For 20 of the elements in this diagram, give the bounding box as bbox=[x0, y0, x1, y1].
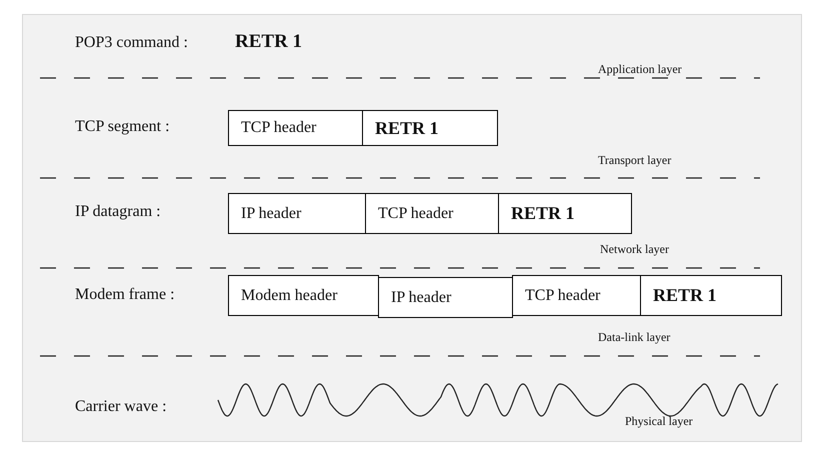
layer-name: Data-link layer bbox=[598, 330, 670, 345]
layer-name: Physical layer bbox=[625, 414, 693, 429]
payload-field: RETR 1 bbox=[498, 193, 632, 234]
payload-field: RETR 1 bbox=[362, 110, 498, 146]
row-label: POP3 command : bbox=[75, 34, 188, 52]
layer-name: Network layer bbox=[600, 242, 669, 257]
header-field: TCP header bbox=[228, 110, 363, 146]
row-label: Carrier wave : bbox=[75, 398, 167, 416]
header-field: IP header bbox=[378, 277, 513, 318]
header-field: Modem header bbox=[228, 275, 379, 316]
row-label: TCP segment : bbox=[75, 118, 170, 136]
row-label: Modem frame : bbox=[75, 286, 175, 304]
command-text: RETR 1 bbox=[235, 31, 302, 53]
row-label: IP datagram : bbox=[75, 203, 161, 221]
header-field: TCP header bbox=[365, 193, 499, 234]
payload-field: RETR 1 bbox=[640, 275, 782, 316]
layer-name: Transport layer bbox=[598, 153, 672, 168]
layer-name: Application layer bbox=[598, 62, 682, 77]
header-field: IP header bbox=[228, 193, 366, 234]
header-field: TCP header bbox=[512, 275, 641, 316]
